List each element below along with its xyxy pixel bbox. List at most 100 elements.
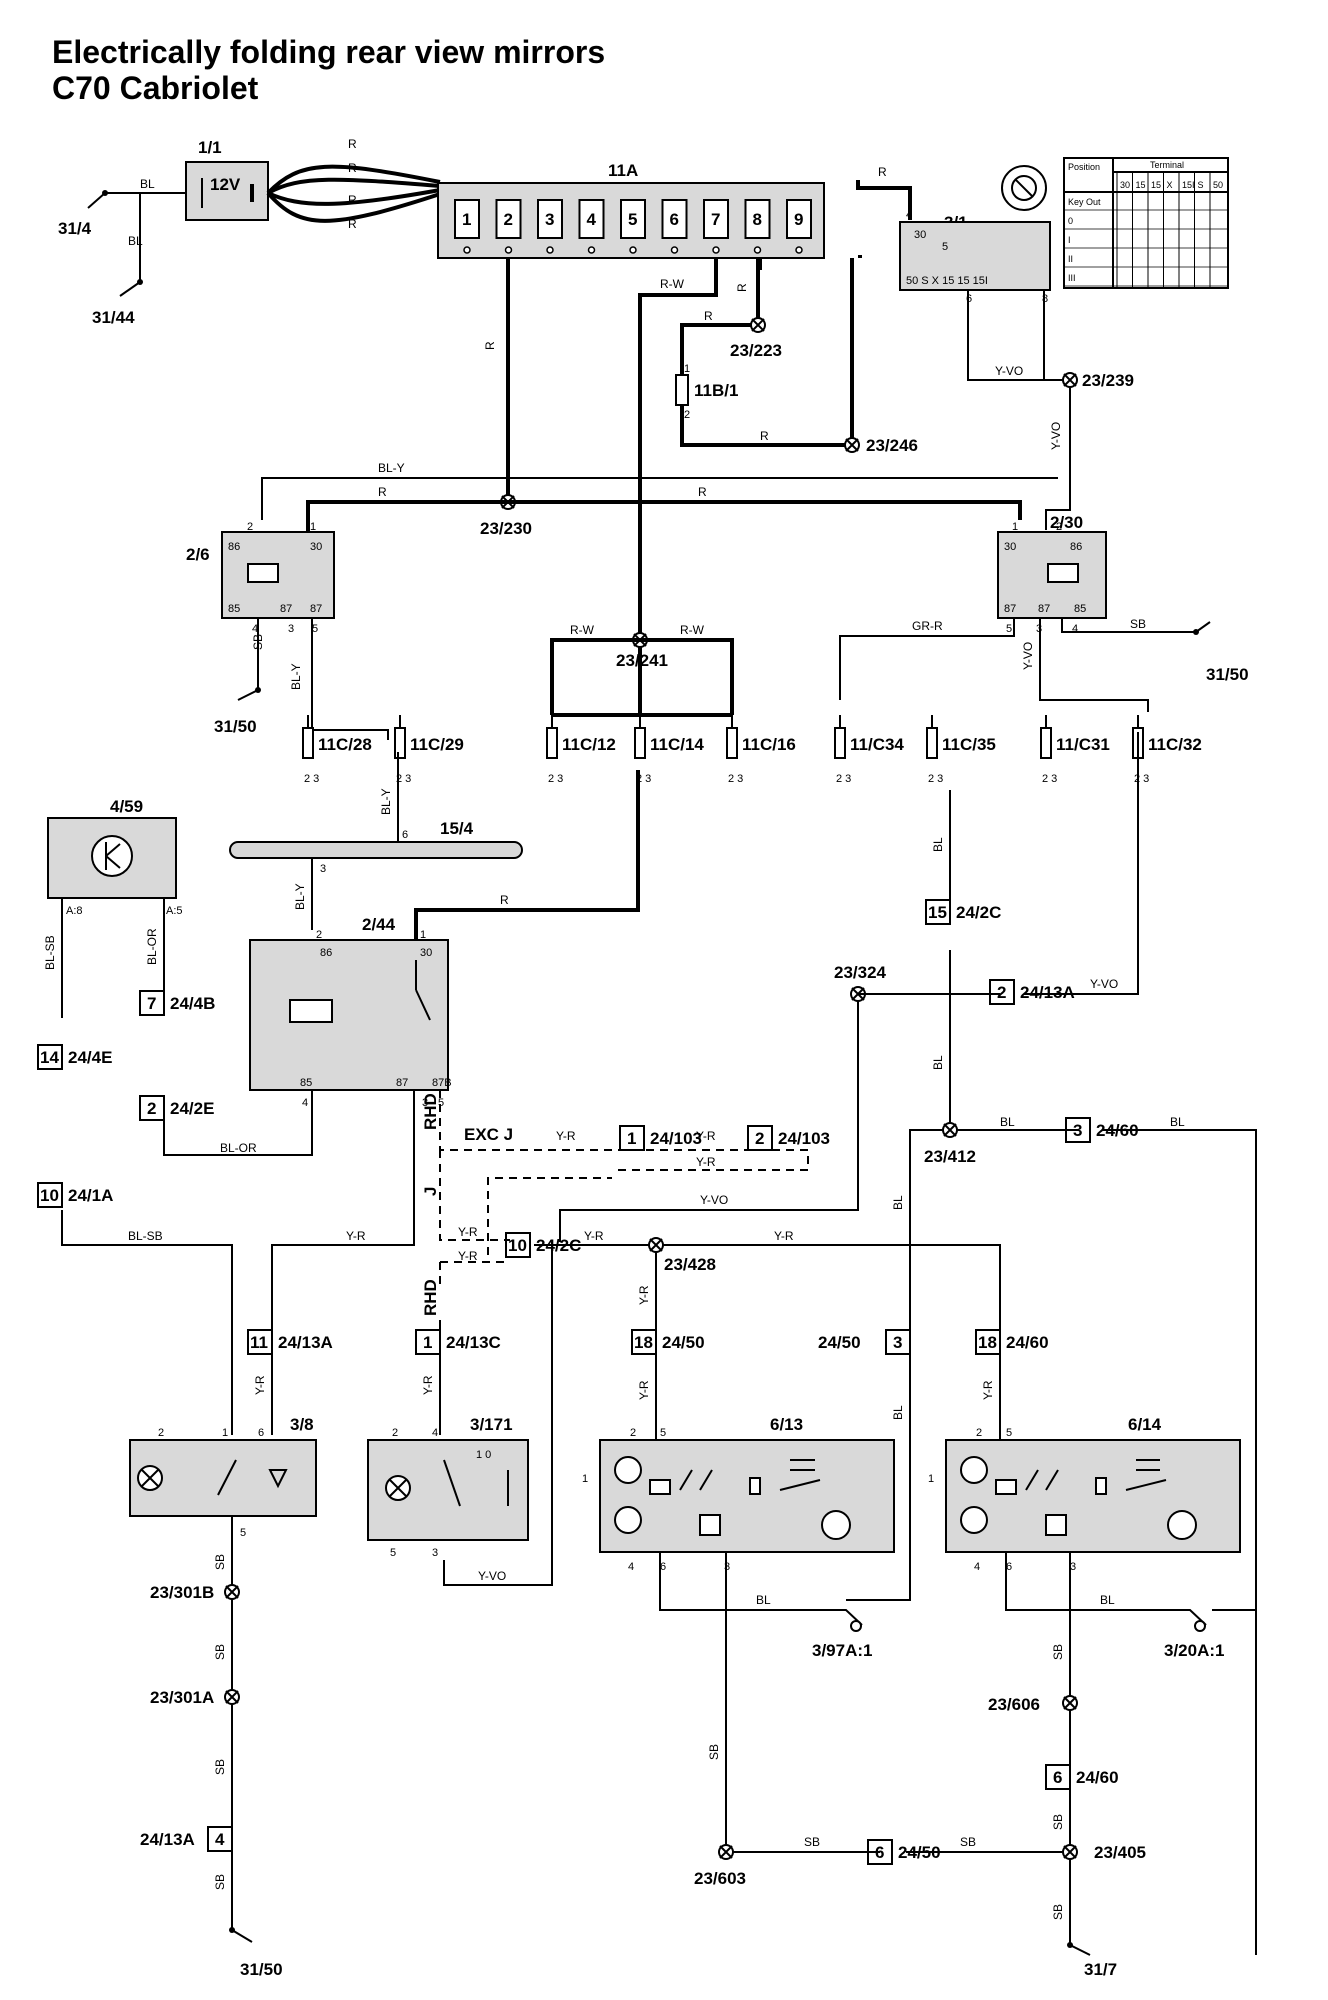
svg-text:Y-VO: Y-VO	[1090, 977, 1118, 991]
splice-23-324: 23/324	[834, 963, 887, 982]
svg-text:R: R	[500, 893, 509, 907]
svg-text:24/4E: 24/4E	[68, 1048, 112, 1067]
svg-text:BL: BL	[931, 837, 945, 852]
table-header-position: Position	[1068, 162, 1100, 172]
svg-text:1: 1	[928, 1473, 934, 1485]
svg-text:SB: SB	[213, 1644, 227, 1660]
svg-text:R-W: R-W	[570, 623, 595, 637]
svg-text:1 0: 1 0	[476, 1449, 491, 1461]
splice-23-301a: 23/301A	[150, 1688, 214, 1707]
fuse-number: 9	[794, 210, 803, 229]
svg-text:2: 2	[755, 1129, 764, 1148]
svg-text:24/13C: 24/13C	[446, 1333, 501, 1352]
fuse-number: 2	[504, 210, 513, 229]
svg-text:1: 1	[684, 363, 690, 375]
svg-text:2: 2	[147, 1099, 156, 1118]
svg-text:4: 4	[252, 623, 258, 635]
mirror-6-13: 6/13 1 2 5 4 6 3	[582, 1415, 895, 1573]
connector-24-13a-4: 424/13A	[140, 1826, 233, 1852]
svg-text:85: 85	[1074, 603, 1086, 615]
mirror-6-14-label: 6/14	[1128, 1415, 1162, 1434]
svg-text:R: R	[704, 309, 713, 323]
svg-text:R-W: R-W	[660, 277, 685, 291]
fuse-11a-8: 8	[744, 199, 771, 254]
annotation-rhd-1: RHD	[421, 1093, 440, 1130]
fuse-11a-9: 9	[786, 199, 812, 254]
svg-text:Y-R: Y-R	[696, 1129, 716, 1143]
svg-text:3: 3	[432, 1547, 438, 1559]
mirror-6-13-label: 6/13	[770, 1415, 803, 1434]
fuse-11a-5: 5	[620, 199, 646, 254]
svg-text:5: 5	[1006, 623, 1012, 635]
svg-text:Y-R: Y-R	[637, 1380, 651, 1400]
svg-text:2: 2	[684, 409, 690, 421]
battery-1-1: 1/1 12V	[185, 138, 269, 221]
svg-text:BL-SB: BL-SB	[128, 1229, 163, 1243]
table-row-0: Key Out	[1068, 197, 1101, 207]
svg-text:24/2E: 24/2E	[170, 1099, 214, 1118]
svg-text:30: 30	[914, 229, 926, 241]
relay-2-44-label: 2/44	[362, 915, 396, 934]
svg-text:A:5: A:5	[166, 905, 183, 917]
svg-text:24/13A: 24/13A	[1020, 983, 1075, 1002]
switch-3-8: 3/8 2 1 6 5	[129, 1415, 317, 1539]
svg-text:Y-R: Y-R	[421, 1375, 435, 1395]
ground-31-44: 31/44	[92, 308, 135, 327]
svg-text:24/1A: 24/1A	[68, 1186, 113, 1205]
svg-text:BL-Y: BL-Y	[293, 883, 307, 910]
svg-text:Y-VO: Y-VO	[995, 364, 1023, 378]
svg-text:R: R	[348, 193, 357, 207]
svg-text:SB: SB	[251, 634, 265, 650]
fuse-11c-28: 11C/282 3	[302, 715, 372, 785]
svg-text:2: 2	[976, 1427, 982, 1439]
svg-text:R: R	[483, 341, 497, 350]
svg-text:R: R	[378, 485, 387, 499]
svg-text:86: 86	[320, 947, 332, 959]
svg-text:R: R	[735, 283, 749, 292]
fuse-11a-6: 6	[661, 199, 688, 254]
splice-23-239: 23/239	[1082, 371, 1134, 390]
svg-text:Y-R: Y-R	[458, 1249, 478, 1263]
fuse-11c-12: 11C/122 3	[546, 715, 616, 785]
fuse-number: 7	[711, 210, 720, 229]
svg-text:87: 87	[280, 603, 292, 615]
svg-text:18: 18	[634, 1333, 653, 1352]
svg-text:6: 6	[660, 1561, 666, 1573]
svg-text:3: 3	[893, 1333, 902, 1352]
svg-text:7: 7	[147, 994, 156, 1013]
svg-text:3: 3	[1070, 1561, 1076, 1573]
svg-text:87: 87	[310, 603, 322, 615]
svg-text:2: 2	[158, 1427, 164, 1439]
svg-text:24/103: 24/103	[778, 1129, 830, 1148]
svg-text:BL-SB: BL-SB	[43, 935, 57, 970]
svg-text:BL: BL	[1000, 1115, 1015, 1129]
fuse-number: 8	[753, 210, 762, 229]
table-col-15I: 15I	[1182, 180, 1195, 190]
table-col-50: 50	[1213, 180, 1223, 190]
svg-text:6: 6	[1006, 1561, 1012, 1573]
fuse-11c-14: 11C/142 3	[634, 715, 704, 785]
fuse-11a-4: 4	[578, 199, 605, 254]
diagram-title: Electrically folding rear view mirrors	[52, 34, 606, 70]
svg-text:4: 4	[1072, 623, 1078, 635]
table-header-terminal: Terminal	[1150, 160, 1184, 170]
svg-text:2 3: 2 3	[928, 773, 943, 785]
svg-text:2 3: 2 3	[1042, 773, 1057, 785]
svg-text:24/50: 24/50	[662, 1333, 705, 1352]
svg-text:24/2C: 24/2C	[956, 903, 1001, 922]
svg-text:6: 6	[966, 293, 972, 305]
table-row-3: II	[1068, 254, 1073, 264]
svg-text:Y-R: Y-R	[458, 1225, 478, 1239]
svg-text:5: 5	[660, 1427, 666, 1439]
svg-text:BL: BL	[140, 177, 155, 191]
switch-3-8-label: 3/8	[290, 1415, 314, 1434]
connector-24-50-3: 324/50	[818, 1329, 911, 1355]
